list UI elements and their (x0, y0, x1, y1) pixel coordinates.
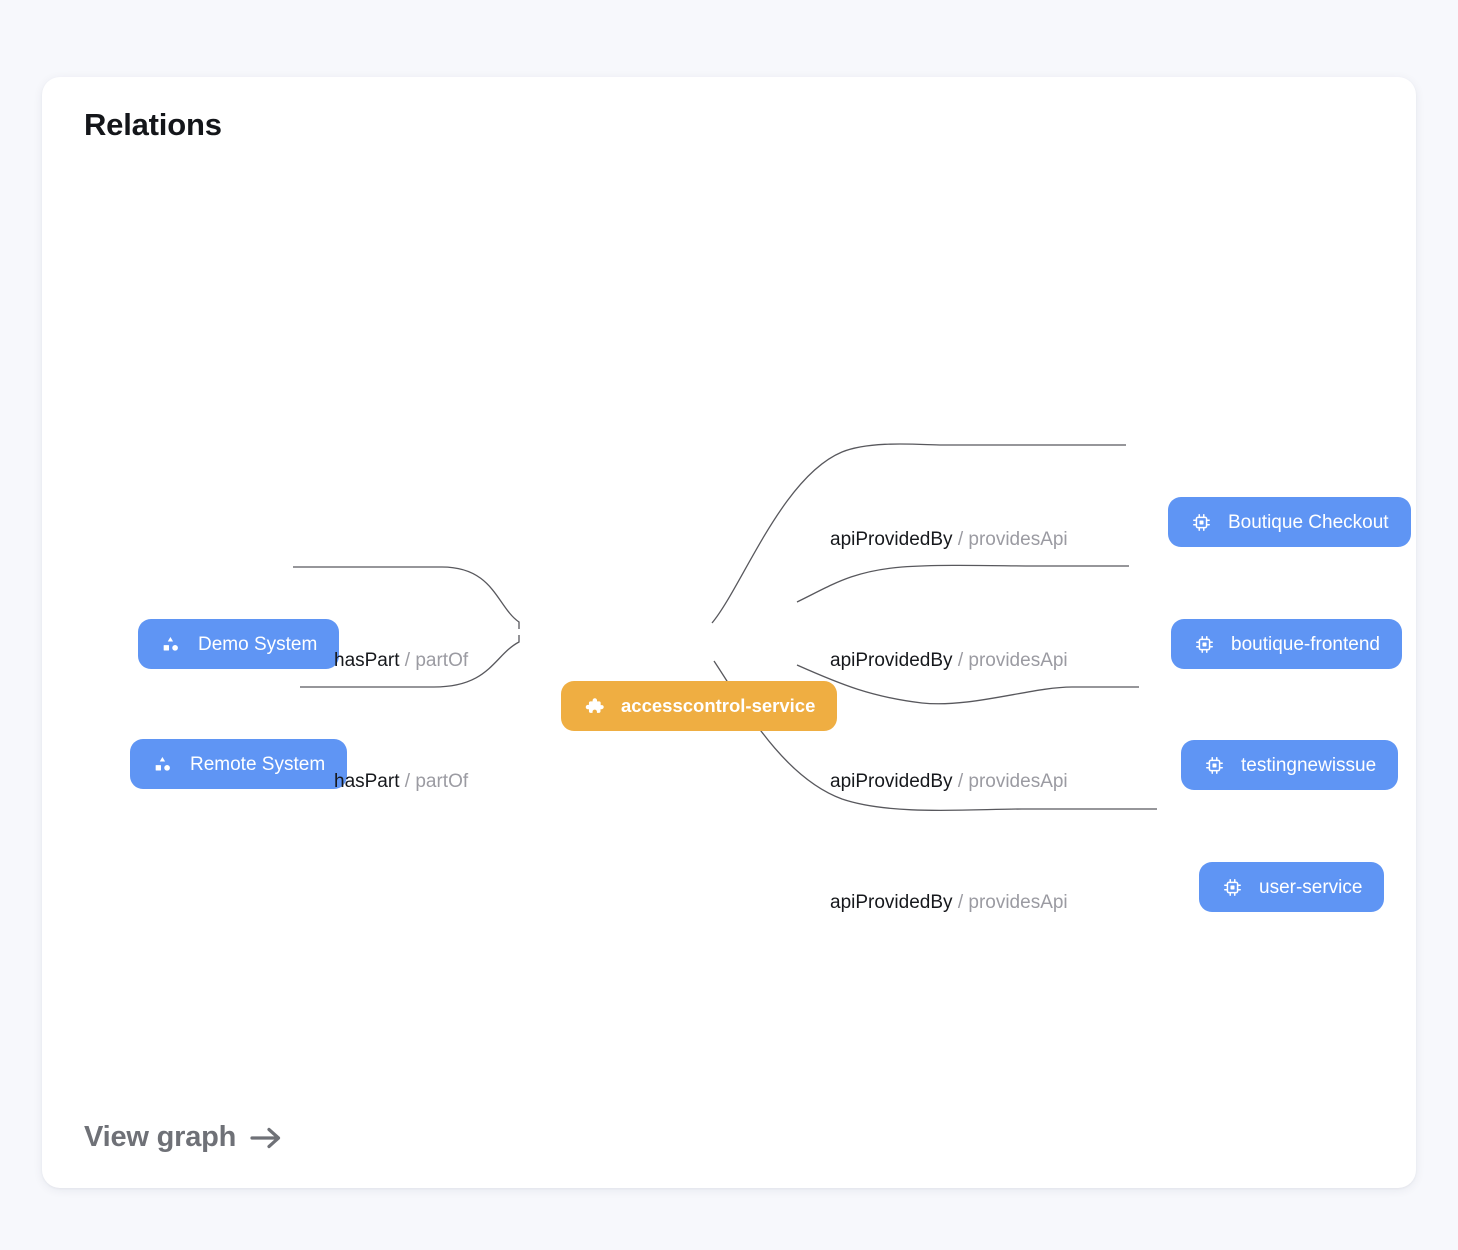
edge-label-forward: apiProvidedBy (830, 529, 953, 550)
edge-label-boutique-frontend: apiProvidedBy / providesApi (830, 651, 1068, 670)
edge-path-testingnewissue (796, 664, 1139, 705)
edge-label-separator: / (957, 892, 969, 913)
edge-label-reverse: partOf (415, 650, 469, 671)
edge-label-testingnewissue: apiProvidedBy / providesApi (830, 772, 1068, 791)
edge-label-reverse: providesApi (968, 771, 1068, 792)
edge-label-forward: apiProvidedBy (830, 650, 953, 671)
graph-node-label: accesscontrol-service (621, 694, 816, 716)
graph-node-label: boutique-frontend (1231, 633, 1380, 655)
graph-edges (293, 443, 1157, 812)
view-graph-label: View graph (84, 1121, 237, 1153)
edge-path-remote-system (300, 635, 520, 688)
graph-node-boutique-checkout[interactable]: Boutique Checkout (1168, 497, 1411, 547)
edge-label-separator: / (404, 771, 416, 792)
edge-label-forward: apiProvidedBy (830, 771, 953, 792)
page-title: Relations (84, 107, 222, 142)
edge-label-reverse: providesApi (968, 650, 1068, 671)
relations-graph[interactable]: accesscontrol-service Demo System (42, 77, 1416, 1188)
edge-label-user-service: apiProvidedBy / providesApi (830, 893, 1068, 912)
edge-label-separator: / (957, 771, 969, 792)
chip-icon (1190, 511, 1212, 533)
edge-label-reverse: providesApi (968, 892, 1068, 913)
edge-label-separator: / (957, 529, 969, 550)
graph-node-label: Remote System (190, 753, 326, 775)
edge-path-boutique-checkout (711, 443, 1126, 624)
chip-icon (1193, 633, 1215, 655)
edge-path-demo-system (293, 566, 520, 629)
edge-path-boutique-frontend (796, 564, 1129, 603)
chip-icon (1203, 754, 1225, 776)
graph-node-label: testingnewissue (1241, 754, 1377, 776)
graph-node-label: user-service (1259, 876, 1363, 898)
arrow-right-icon (249, 1123, 283, 1153)
shapes-icon (160, 633, 182, 655)
edge-label-separator: / (957, 650, 969, 671)
graph-node-label: Demo System (198, 633, 318, 655)
edge-label-forward: hasPart (334, 771, 400, 792)
edge-label-reverse: partOf (415, 771, 469, 792)
chip-icon (1221, 876, 1243, 898)
graph-node-boutique-frontend[interactable]: boutique-frontend (1171, 619, 1402, 669)
graph-node-demo-system[interactable]: Demo System (138, 619, 340, 669)
edge-label-forward: apiProvidedBy (830, 892, 953, 913)
puzzle-piece-icon (583, 695, 605, 717)
graph-node-label: Boutique Checkout (1228, 511, 1389, 533)
shapes-icon (152, 753, 174, 775)
edge-label-boutique-checkout: apiProvidedBy / providesApi (830, 530, 1068, 549)
graph-node-remote-system[interactable]: Remote System (130, 739, 348, 789)
edge-label-reverse: providesApi (968, 529, 1068, 550)
edge-label-forward: hasPart (334, 650, 400, 671)
graph-node-testingnewissue[interactable]: testingnewissue (1181, 740, 1399, 790)
edge-label-remote-system: hasPart / partOf (334, 772, 468, 791)
view-graph-link[interactable]: View graph (84, 1121, 283, 1154)
graph-node-accesscontrol-service[interactable]: accesscontrol-service (561, 681, 838, 731)
graph-node-user-service[interactable]: user-service (1199, 862, 1385, 912)
edge-label-separator: / (404, 650, 416, 671)
relations-card: Relations (42, 77, 1416, 1188)
edge-label-demo-system: hasPart / partOf (334, 651, 468, 670)
